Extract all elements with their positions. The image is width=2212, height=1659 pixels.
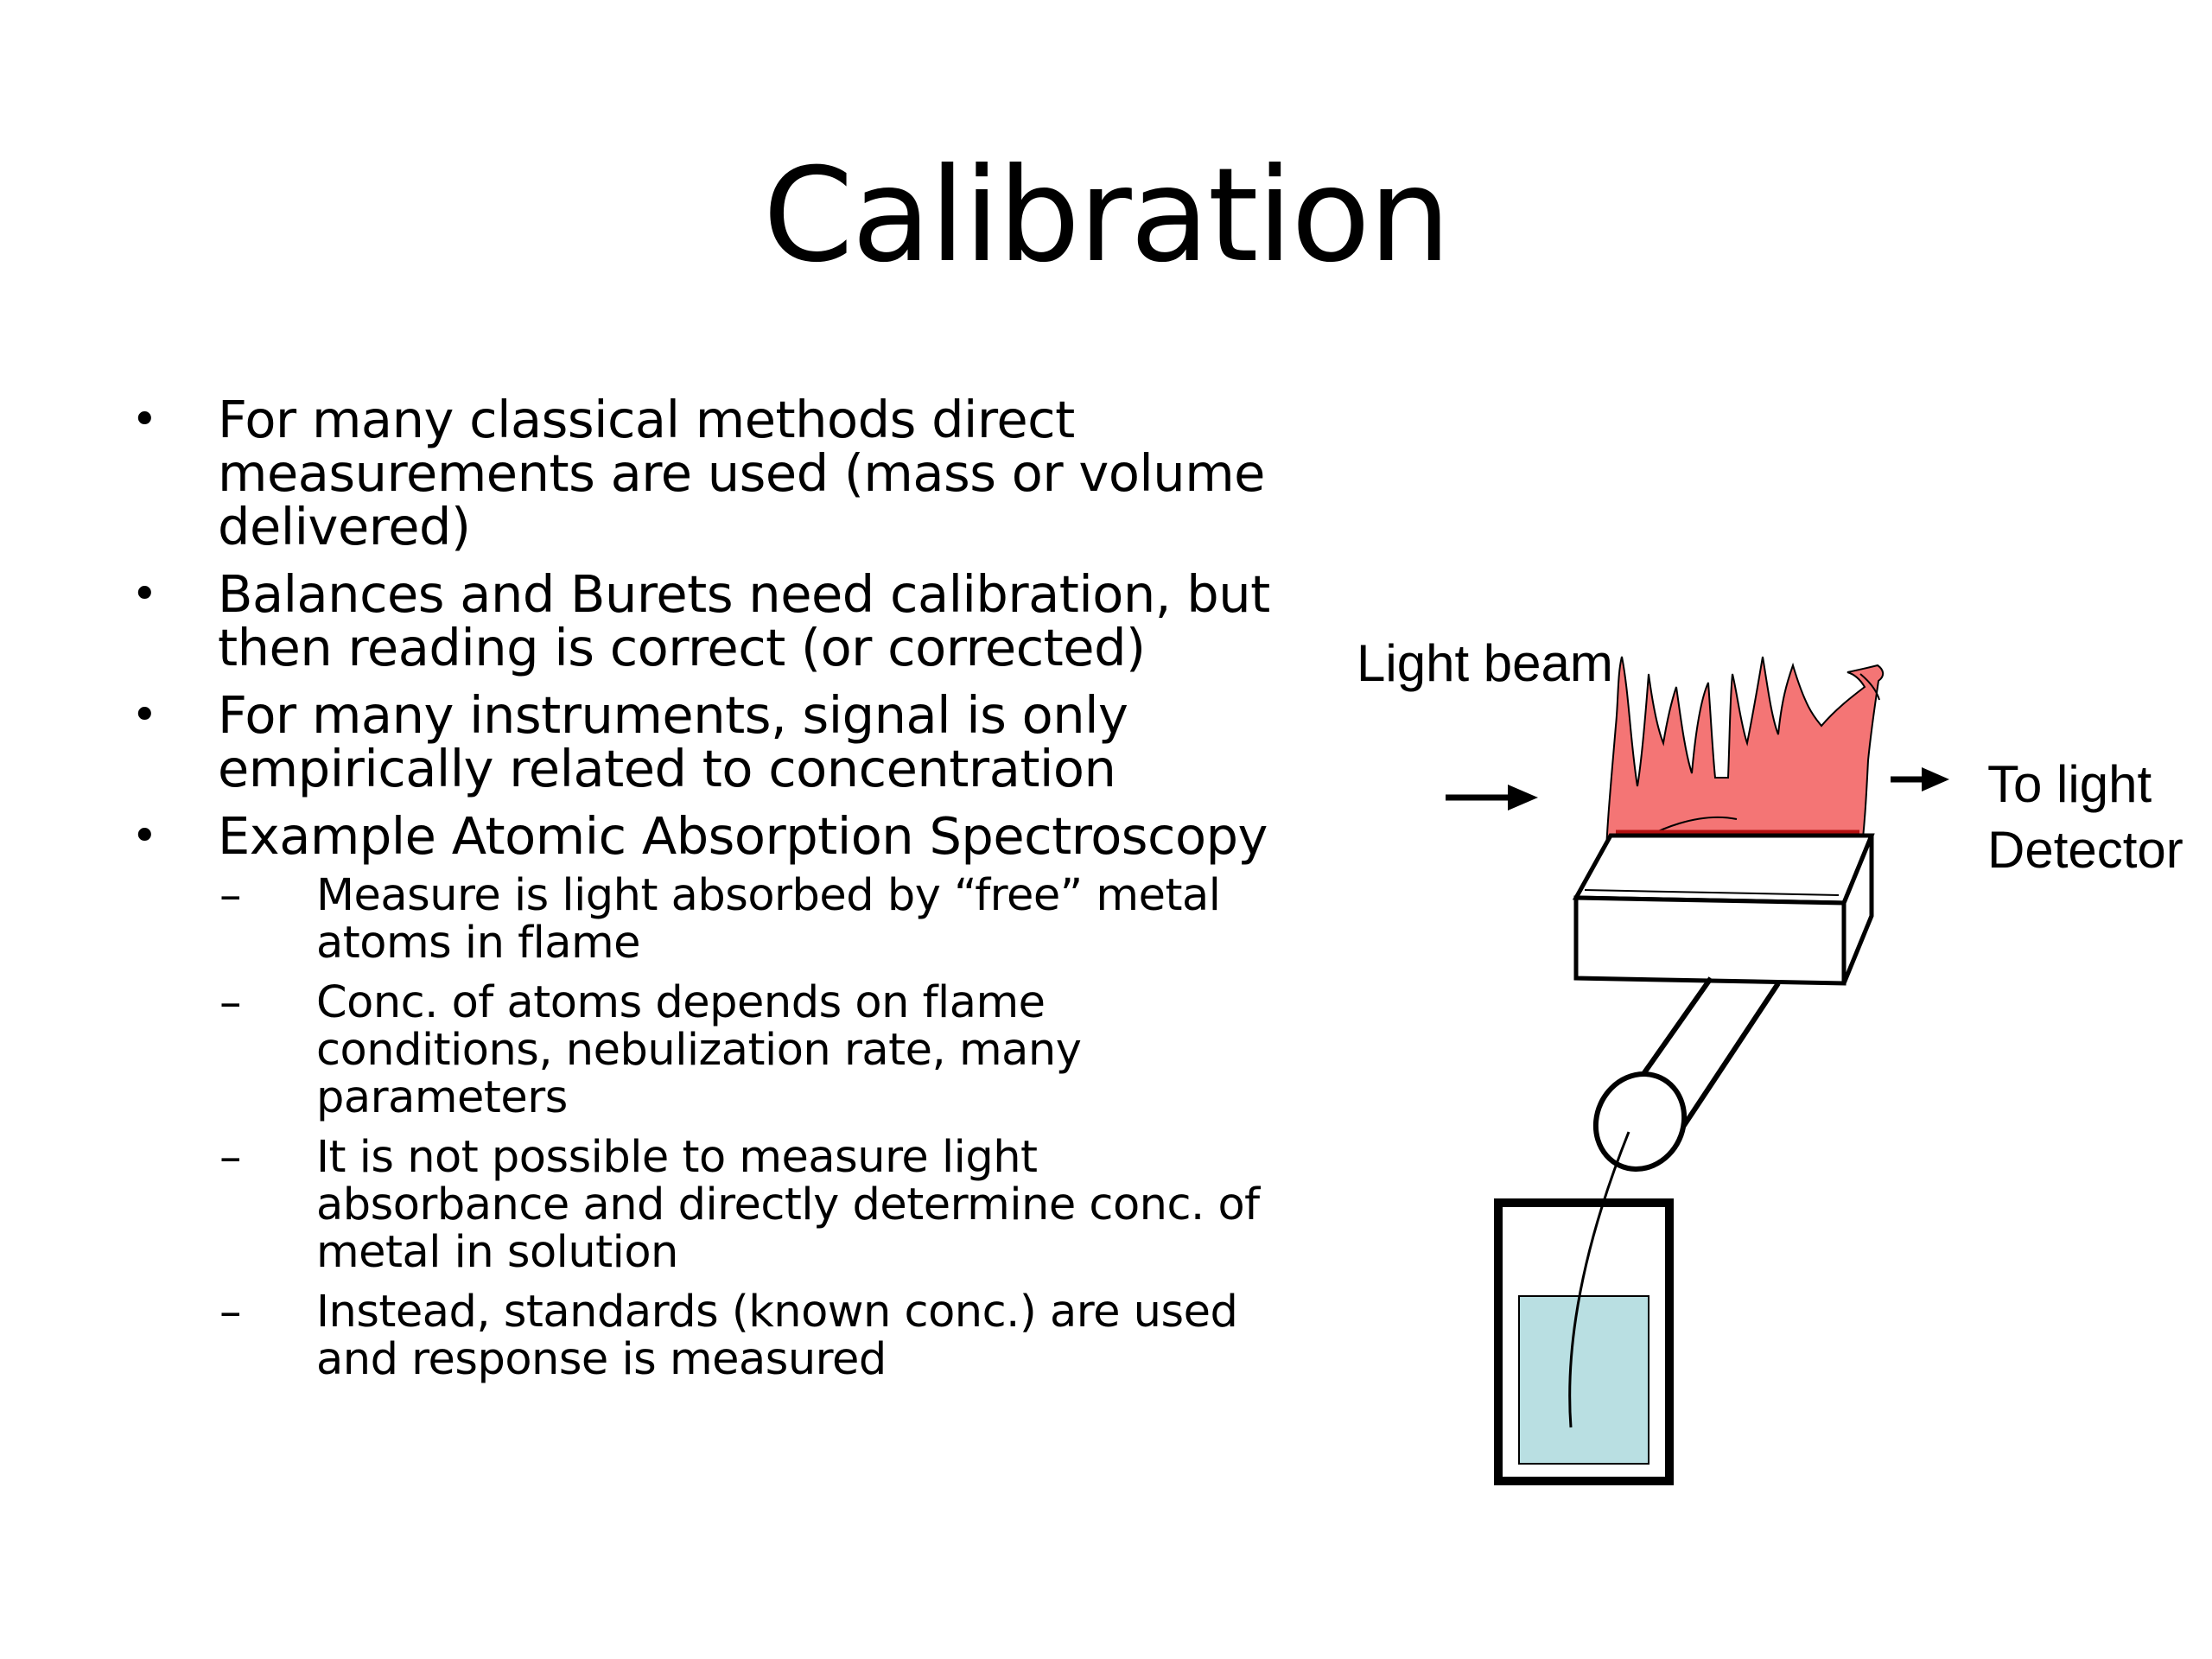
sub-bullet-marker: –	[219, 1287, 242, 1338]
nebulizer-tube	[1592, 976, 1781, 1172]
bullet-item: • For many classical methods direct meas…	[121, 393, 1270, 554]
bullet-item: • For many instruments, signal is only e…	[121, 689, 1270, 796]
bullet-marker: •	[131, 690, 158, 741]
bullet-list: • For many classical methods direct meas…	[121, 393, 1270, 1397]
sub-bullet-text: It is not possible to measure light abso…	[316, 1132, 1260, 1278]
sub-bullet-item: – Instead, standards (known conc.) are u…	[219, 1288, 1270, 1383]
sub-bullet-marker: –	[219, 977, 242, 1028]
aas-apparatus-drawing	[1446, 656, 1949, 1485]
bullet-item: • Example Atomic Absorption Spectroscopy…	[121, 810, 1270, 1384]
bullet-item: • Balances and Burets need calibration, …	[121, 568, 1270, 675]
incoming-arrow-icon	[1446, 785, 1538, 810]
bullet-text: Example Atomic Absorption Spectroscopy	[218, 806, 1268, 866]
sub-bullet-marker: –	[219, 1132, 242, 1183]
bullet-marker: •	[131, 394, 158, 446]
aas-diagram: Light beam To light Detector	[1331, 605, 2212, 1538]
sub-bullet-list: – Measure is light absorbed by “free” me…	[218, 872, 1270, 1383]
capillary-line	[1568, 1131, 1630, 1428]
bullet-marker: •	[131, 569, 158, 620]
bullet-text: For many instruments, signal is only emp…	[218, 685, 1128, 798]
sub-bullet-item: – Conc. of atoms depends on flame condit…	[219, 979, 1270, 1122]
slide-title: Calibration	[762, 141, 1451, 291]
sub-bullet-marker: –	[219, 870, 242, 921]
flame-tip-line	[1859, 673, 1880, 701]
sub-bullet-item: – It is not possible to measure light ab…	[219, 1134, 1270, 1276]
bullet-text: For many classical methods direct measur…	[218, 390, 1265, 556]
sub-bullet-item: – Measure is light absorbed by “free” me…	[219, 872, 1270, 967]
flame-shape	[1604, 656, 1885, 869]
detector-label: To light Detector	[1987, 755, 2183, 879]
sub-bullet-text: Instead, standards (known conc.) are use…	[316, 1287, 1238, 1385]
burner-head	[1572, 833, 1875, 986]
sub-bullet-text: Conc. of atoms depends on flame conditio…	[316, 977, 1082, 1123]
sample-beaker	[1494, 1198, 1674, 1485]
bullet-marker: •	[131, 810, 158, 862]
light-beam-label: Light beam	[1357, 634, 1613, 692]
sub-bullet-text: Measure is light absorbed by “free” meta…	[316, 870, 1221, 969]
bullet-text: Balances and Burets need calibration, bu…	[218, 564, 1270, 677]
outgoing-arrow-icon	[1891, 767, 1949, 791]
